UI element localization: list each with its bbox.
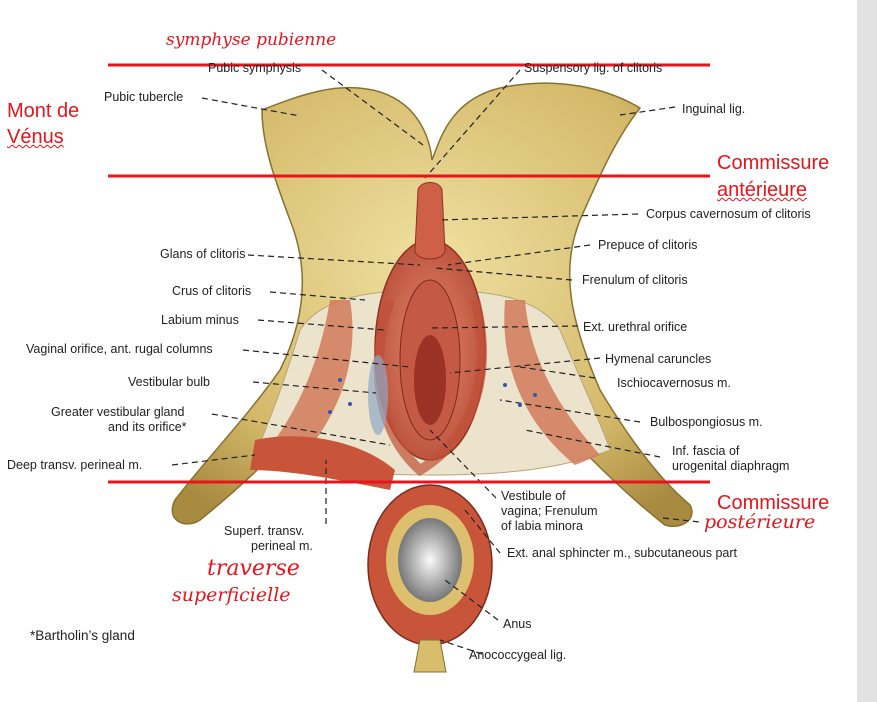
label-crus-of-clitoris: Crus of clitoris — [172, 284, 252, 298]
annotation-symphyse-pubienne: symphyse pubienne — [166, 30, 337, 50]
deep-transverse-perineal-muscle — [250, 436, 395, 490]
anus — [398, 518, 462, 602]
label-superf-transv: Superf. transv. — [224, 524, 305, 538]
label-of-labia-minora: of labia minora — [501, 519, 583, 533]
annotation-lines — [108, 63, 710, 484]
label-deep-transv-perineal: Deep transv. perineal m. — [7, 458, 143, 472]
annotation-mont-de-venus-line2: Vénus — [7, 126, 64, 148]
label-vagina-frenulum: vagina; Frenulum — [501, 504, 598, 518]
clitoris — [414, 182, 446, 260]
ischiocavernosus-muscle — [260, 300, 353, 470]
label-prepuce-of-clitoris: Prepuce of clitoris — [598, 238, 698, 252]
label-perineal-m: perineal m. — [251, 539, 313, 553]
label-anus: Anus — [503, 617, 532, 631]
diaphragm-dots — [328, 378, 537, 414]
label-pubic-tubercle: Pubic tubercle — [104, 90, 184, 104]
label-ext-urethral-orifice: Ext. urethral orifice — [583, 320, 688, 334]
label-urogenital-diaphragm: urogenital diaphragm — [672, 459, 790, 473]
label-vestibular-bulb: Vestibular bulb — [128, 375, 211, 389]
annotation-commissure-posterieure-line1: Commissure — [717, 492, 830, 514]
label-frenulum-of-clitoris: Frenulum of clitoris — [582, 273, 688, 287]
label-ext-anal-sphincter: Ext. anal sphincter m., subcutaneous par… — [507, 546, 737, 560]
label-anococcygeal-lig: Anococcygeal lig. — [469, 648, 567, 662]
ischiocavernosus-muscle — [504, 300, 600, 465]
label-greater-vestibular-gland: Greater vestibular gland — [51, 405, 185, 419]
annotation-superficielle: superficielle — [172, 584, 291, 606]
label-inguinal-lig: Inguinal lig. — [682, 102, 746, 116]
label-labium-minus: Labium minus — [161, 313, 239, 327]
annotation-traverse: traverse — [207, 556, 300, 581]
annotation-commissure-anterieure-line2: antérieure — [717, 179, 808, 201]
label-hymenal-caruncles: Hymenal caruncles — [605, 352, 712, 366]
anococcygeal-ligament — [413, 639, 447, 673]
label-corpus-cavernosum: Corpus cavernosum of clitoris — [646, 207, 811, 221]
annotation-mont-de-venus-line1: Mont de — [7, 100, 80, 122]
footnote-bartholins-gland: *Bartholin’s gland — [30, 628, 135, 643]
label-pubic-symphysis: Pubic symphysis — [208, 61, 302, 75]
label-inf-fascia: Inf. fascia of — [672, 444, 740, 458]
annotation-commissure-posterieure-line2: postérieure — [704, 511, 816, 533]
label-glans-of-clitoris: Glans of clitoris — [160, 247, 246, 261]
leader-lines — [171, 69, 701, 655]
vestibular-bulb — [368, 355, 388, 435]
label-vestibule-of: Vestibule of — [501, 489, 566, 503]
label-bulbospongiosus: Bulbospongiosus m. — [650, 415, 763, 429]
label-suspensory-lig: Suspensory lig. of clitoris — [524, 61, 663, 75]
vaginal-orifice — [414, 335, 446, 425]
label-ischiocavernosus: Ischiocavernosus m. — [617, 376, 731, 390]
label-vaginal-orifice: Vaginal orifice, ant. rugal columns — [26, 342, 213, 356]
vertical-scrollbar[interactable] — [857, 0, 877, 702]
annotation-commissure-anterieure-line1: Commissure — [717, 152, 830, 174]
label-and-its-orifice: and its orifice* — [108, 420, 187, 434]
